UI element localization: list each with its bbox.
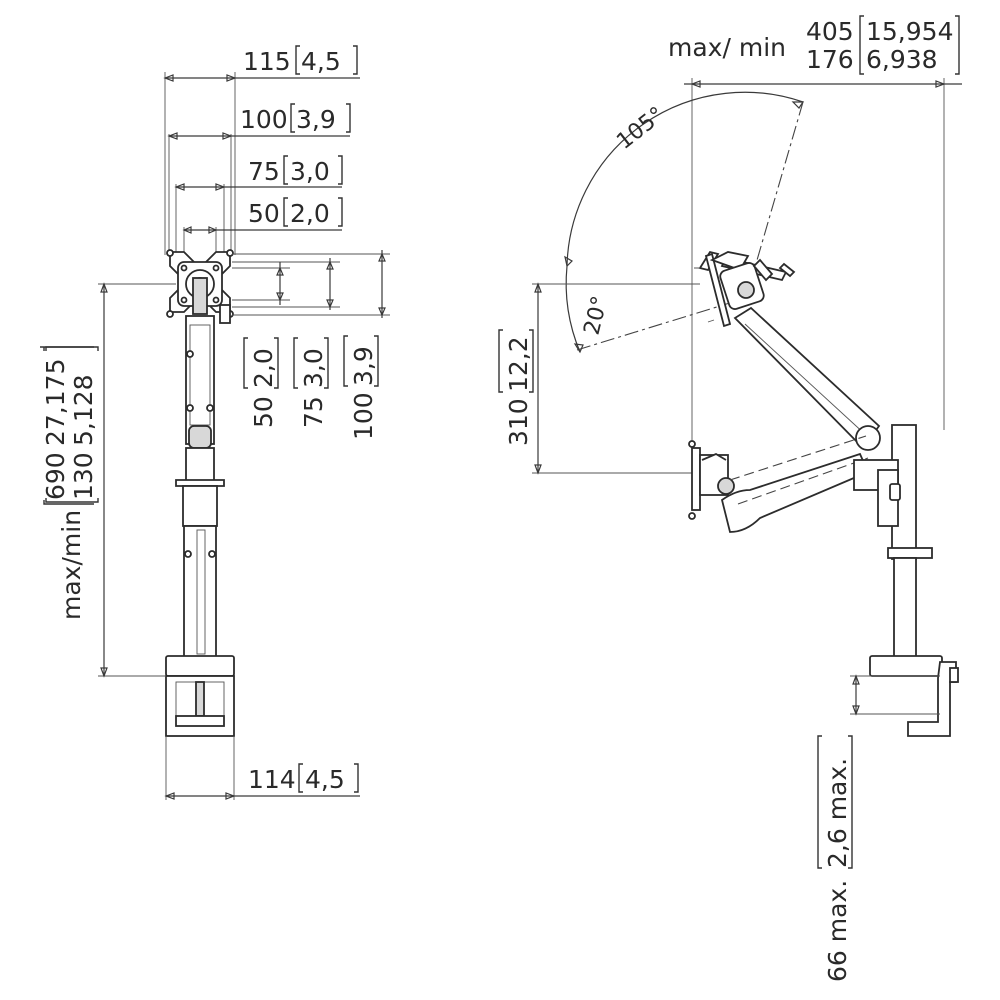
max-min-label: max/min [57, 510, 86, 620]
reach-min-mm: 176 [806, 45, 854, 74]
reach-max-mm: 405 [806, 17, 854, 46]
lift-mm: 310 [504, 398, 533, 446]
dim-height-100-inch: 3,9 [349, 346, 378, 386]
side-view: max/ min 405 15,954 176 6,938 105° 20° [498, 15, 962, 982]
dim-width-100-inch: 3,9 [296, 105, 336, 134]
dim-lift: 310 12,2 [498, 282, 700, 475]
arm-lower [720, 435, 870, 533]
dim-width-100-mm: 100 [240, 105, 288, 134]
dim-width-115: 115 4,5 [163, 45, 360, 255]
dim-height-75-mm: 75 [299, 396, 328, 428]
clamp-front [165, 675, 235, 737]
arm-front [165, 315, 235, 677]
height-max-inch: 27,175 [41, 359, 70, 446]
dim-width-75: 75 3,0 [174, 155, 343, 255]
dim-height-100-mm: 100 [349, 392, 378, 440]
dim-base-width: 114 4,5 [164, 736, 360, 800]
tilt-down-label: 20° [580, 294, 614, 338]
tilt-arcs: 105° 20° [564, 91, 805, 354]
height-min-inch: 5,128 [69, 374, 98, 446]
dim-clamp: 66 max. 2,6 max. [817, 674, 940, 982]
dim-width-50: 50 2,0 [182, 197, 343, 262]
dim-height-vesa: 50 2,0 75 3,0 100 3,9 [232, 250, 390, 440]
dim-width-115-mm: 115 [243, 47, 291, 76]
monitor-head-lower [688, 440, 735, 520]
dim-width-50-inch: 2,0 [290, 199, 330, 228]
clamp-inch: 2,6 max. [823, 758, 852, 868]
pole-side [853, 424, 959, 737]
front-view: 115 4,5 100 3,9 75 3,0 [40, 45, 390, 800]
vesa-plate [166, 249, 234, 324]
height-max-mm: 690 [41, 452, 70, 500]
reach-max-inch: 15,954 [866, 17, 953, 46]
dim-width-115-inch: 4,5 [301, 47, 341, 76]
dim-height-50-inch: 2,0 [249, 348, 278, 388]
clamp-mm: 66 max. [823, 880, 852, 982]
lift-inch: 12,2 [504, 336, 533, 392]
height-min-mm: 130 [69, 452, 98, 500]
reach-label: max/ min [668, 33, 786, 62]
dim-height-range: max/min 690 27,175 130 5,128 [40, 282, 176, 678]
monitor-head-upper [694, 250, 796, 328]
dim-width-100: 100 3,9 [167, 103, 351, 250]
dim-height-50-mm: 50 [249, 396, 278, 428]
tilt-angle-label: 105° [612, 102, 669, 154]
arm-upper [733, 306, 881, 451]
reach-min-inch: 6,938 [866, 45, 938, 74]
dim-height-75-inch: 3,0 [299, 348, 328, 388]
dim-width-50-mm: 50 [248, 199, 280, 228]
dim-width-75-inch: 3,0 [290, 157, 330, 186]
dim-reach: max/ min 405 15,954 176 6,938 [668, 15, 962, 470]
base-width-mm: 114 [248, 765, 296, 794]
dim-width-75-mm: 75 [248, 157, 280, 186]
base-width-inch: 4,5 [305, 765, 345, 794]
